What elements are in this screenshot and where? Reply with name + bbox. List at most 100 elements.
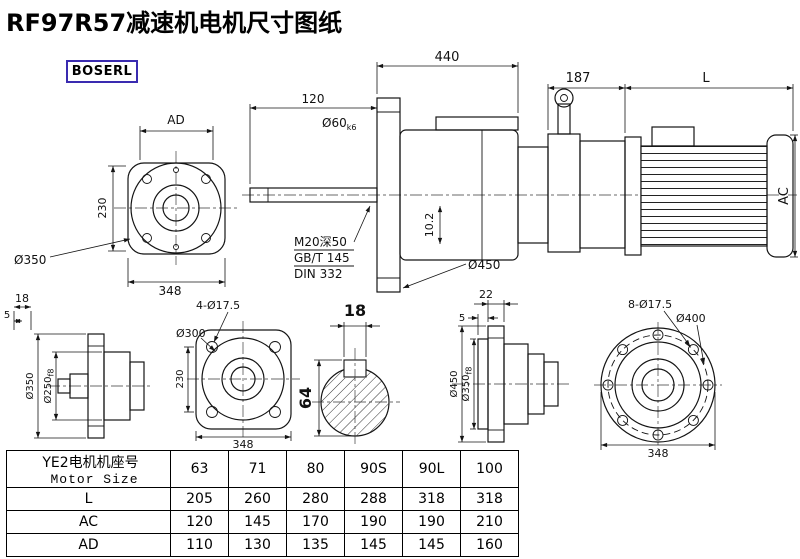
dim-230-label: 230 bbox=[96, 198, 109, 219]
main-side-view: 440 120 Ø60k6 187 L bbox=[242, 50, 798, 293]
bolt-holes-label: 8-Ø17.5 bbox=[628, 298, 672, 311]
row-label-L: L bbox=[6, 487, 171, 511]
std-din-label: DIN 332 bbox=[294, 267, 342, 281]
dim-348-label: 348 bbox=[648, 447, 669, 460]
row-label-AC: AC bbox=[6, 510, 171, 534]
gearbox-front-outline bbox=[127, 162, 226, 255]
cell: 190 bbox=[402, 510, 461, 534]
label-flange-diameter: Ø450 bbox=[402, 258, 500, 289]
d300-label: Ø300 bbox=[176, 327, 206, 340]
cell: 160 bbox=[460, 533, 519, 557]
dim-key-height: 10.2 bbox=[423, 206, 443, 244]
dim-flange-thickness: 22 bbox=[474, 288, 518, 322]
dim-d450-label: Ø450 bbox=[448, 371, 460, 398]
cell: 210 bbox=[460, 510, 519, 534]
dim-348: 348 bbox=[600, 392, 716, 460]
dim-spigot-od: Ø250f8 bbox=[42, 351, 102, 421]
flange-diameter-label: Ø450 bbox=[468, 258, 500, 272]
dim-motor-length: L bbox=[624, 71, 794, 131]
callout-bolt-holes: 8-Ø17.5 bbox=[628, 298, 691, 347]
cell: 110 bbox=[170, 533, 229, 557]
dim-440: 440 bbox=[376, 50, 519, 113]
motor-size-table: YE2电机机座号 Motor Size 63 71 80 90S 90L 100… bbox=[6, 450, 519, 557]
dim-keywidth-label: 18 bbox=[344, 301, 366, 320]
dim-230-label: 230 bbox=[175, 369, 186, 388]
dim-348-label: 348 bbox=[233, 438, 254, 451]
dim-key-width: 18 bbox=[330, 301, 380, 357]
dim-ad-label: AD bbox=[167, 113, 184, 127]
dim-230: 230 bbox=[96, 165, 126, 252]
size-col-100: 100 bbox=[460, 450, 519, 488]
dim-348: 348 bbox=[127, 258, 226, 298]
cell: 145 bbox=[228, 510, 287, 534]
front-view: AD 230 Ø350 348 bbox=[14, 113, 238, 298]
dim-187: 187 bbox=[547, 71, 626, 133]
dim-5-label: 5 bbox=[459, 313, 465, 324]
dim-ad: AD bbox=[139, 113, 214, 160]
dim-230: 230 bbox=[175, 346, 194, 413]
dim-flange-od: Ø350 bbox=[24, 333, 86, 439]
dim-shaft-over-key: 64 bbox=[296, 359, 352, 437]
cell: 318 bbox=[460, 487, 519, 511]
dim-d350-label: Ø350 bbox=[24, 373, 36, 400]
dim-motor-height: AC bbox=[777, 134, 798, 258]
label-bolt-circle: Ø400 bbox=[676, 312, 706, 365]
shaft-key-section-view: 18 64 bbox=[296, 301, 400, 447]
size-col-90s: 90S bbox=[344, 450, 403, 488]
dim-348: 348 bbox=[195, 431, 292, 451]
cell: 145 bbox=[344, 533, 403, 557]
dim-flange-od: Ø450 bbox=[448, 325, 486, 443]
dim-440-label: 440 bbox=[435, 50, 460, 65]
dim-120-label: 120 bbox=[302, 92, 325, 106]
shaft-diameter-label: Ø60k6 bbox=[322, 116, 356, 132]
dim-AC-label: AC bbox=[777, 187, 792, 205]
dim-18-label: 18 bbox=[15, 292, 29, 305]
size-col-80: 80 bbox=[286, 450, 345, 488]
dim-spigot-od: Ø350f8 bbox=[460, 338, 477, 430]
label-bolt-circle: Ø300 bbox=[176, 327, 216, 352]
d400-label: Ø400 bbox=[676, 312, 706, 325]
tap-callout-label: M20深50 bbox=[294, 235, 347, 249]
table-row: L 205 260 280 288 318 318 bbox=[6, 487, 519, 511]
adapter-housing bbox=[547, 133, 581, 253]
dim-64-label: 64 bbox=[296, 387, 315, 409]
dim-d350-label: Ø350f8 bbox=[460, 367, 474, 402]
dim-key-height-label: 10.2 bbox=[423, 213, 436, 238]
std-gb-label: GB/T 145 bbox=[294, 251, 350, 265]
label-flange-od: Ø350 bbox=[14, 238, 131, 267]
tap-hole-callout: M20深50 GB/T 145 DIN 332 bbox=[294, 205, 371, 281]
bolt-holes-label: 4-Ø17.5 bbox=[196, 299, 240, 312]
dim-L-label: L bbox=[702, 71, 710, 86]
header-cn: YE2电机机座号 bbox=[42, 454, 139, 471]
callout-bolt-holes: 4-Ø17.5 bbox=[196, 299, 240, 343]
cell: 318 bbox=[402, 487, 461, 511]
dim-187-label: 187 bbox=[566, 71, 591, 86]
square-flange-front-view: 4-Ø17.5 Ø300 230 348 bbox=[175, 299, 300, 451]
dim-348-label: 348 bbox=[159, 284, 182, 298]
header-en: Motor Size bbox=[50, 471, 139, 487]
size-col-63: 63 bbox=[170, 450, 229, 488]
cell: 190 bbox=[344, 510, 403, 534]
dim-d250-label: Ø250f8 bbox=[42, 369, 56, 404]
brand-text: BOSERL bbox=[71, 64, 133, 79]
cell: 170 bbox=[286, 510, 345, 534]
cell: 288 bbox=[344, 487, 403, 511]
table-row: AD 110 130 135 145 145 160 bbox=[6, 533, 519, 557]
label-shaft-diameter: Ø60k6 bbox=[322, 116, 356, 132]
flange-bolt-circle-view: 8-Ø17.5 Ø400 348 bbox=[594, 298, 722, 460]
dim-spigot-depth: 5 bbox=[459, 313, 498, 335]
dim-120: 120 bbox=[249, 92, 377, 184]
dim-flange-thickness: 18 bbox=[13, 292, 32, 330]
row-label-AD: AD bbox=[6, 533, 171, 557]
cell: 260 bbox=[228, 487, 287, 511]
motor-flange-side-view: 22 5 Ø450 Ø350f8 bbox=[448, 288, 570, 443]
size-col-71: 71 bbox=[228, 450, 287, 488]
motor-body bbox=[640, 145, 768, 247]
cell: 120 bbox=[170, 510, 229, 534]
output-flange-side-view: 18 5 Ø350 Ø250f8 bbox=[4, 292, 152, 439]
cell: 280 bbox=[286, 487, 345, 511]
dim-5-label: 5 bbox=[4, 310, 10, 321]
dim-spigot-depth: 5 bbox=[4, 310, 22, 324]
